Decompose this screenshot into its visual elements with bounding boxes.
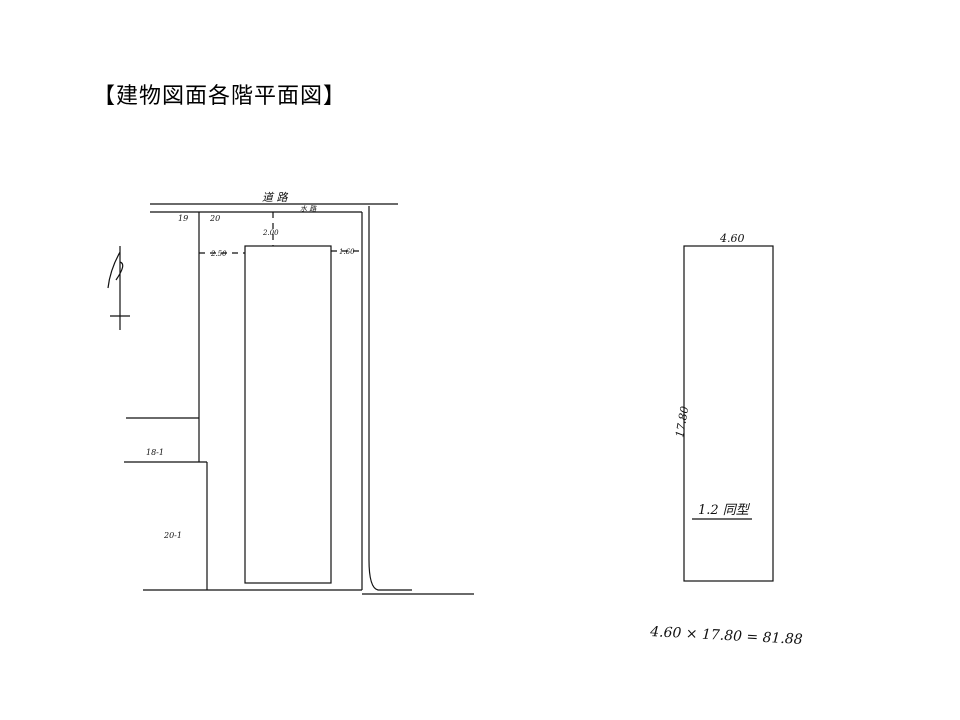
road-sub-label: 水 路	[300, 205, 317, 213]
page-title: 【建物図面各階平面図】	[93, 84, 347, 109]
area-formula: 4.60 × 17.80 = 81.88	[649, 624, 803, 648]
dim-right-setback: 1.60	[339, 248, 355, 256]
road-label: 道 路	[262, 191, 288, 204]
floor-outline	[683, 245, 774, 582]
site-plan-labels: 道 路 水 路 19 20 2.00 2.50 1.60 18-1 20-1	[146, 191, 355, 540]
dim-front-setback: 2.00	[262, 229, 279, 237]
lot-label-19: 19	[178, 214, 188, 223]
north-arrow-icon	[107, 246, 130, 330]
floor-height-label: 17.80	[673, 405, 691, 438]
building-footprint	[244, 245, 332, 584]
dim-left-setback: 2.50	[210, 250, 227, 258]
lot-label-18-1: 18-1	[146, 448, 164, 457]
floor-plan-labels: 4.60 17.80 1.2 同型 4.60 × 17.80 = 81.88	[649, 232, 803, 648]
site-plan	[107, 203, 474, 595]
lot-label-20: 20	[209, 214, 220, 223]
floor-plan	[683, 245, 774, 582]
floor-width-label: 4.60	[719, 232, 745, 245]
lot-label-20-1: 20-1	[163, 531, 182, 540]
waterway-curve	[368, 206, 412, 591]
floor-note: 1.2 同型	[698, 503, 751, 518]
